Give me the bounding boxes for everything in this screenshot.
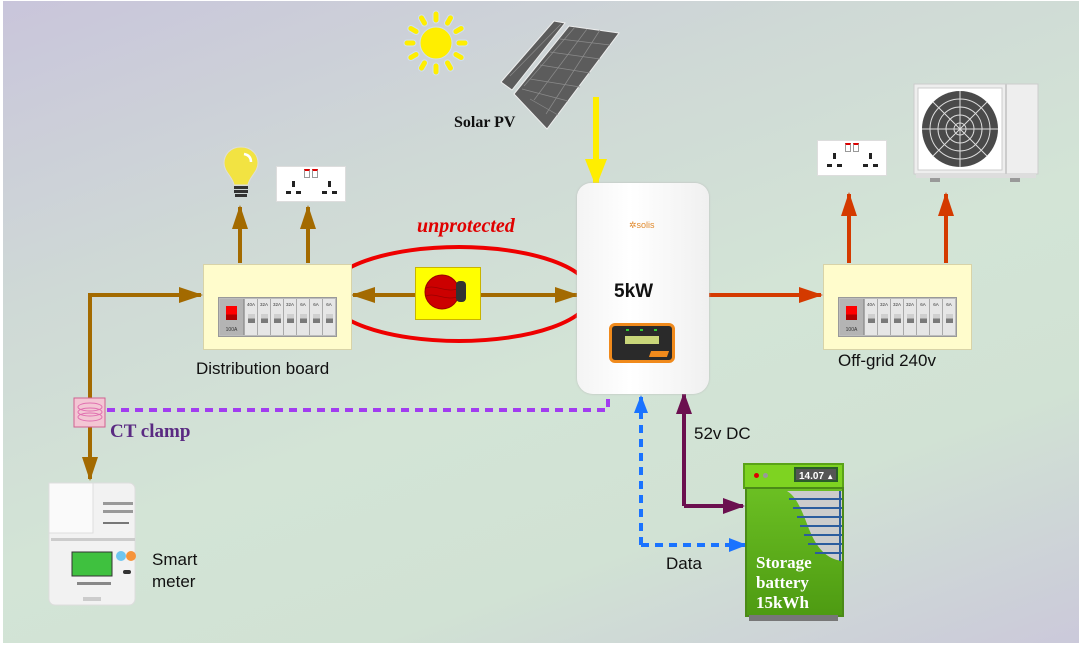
air-conditioner-icon — [913, 83, 1039, 182]
offgrid-label: Off-grid 240v — [838, 351, 936, 370]
db-breaker: 6A — [296, 299, 309, 335]
db-breaker: 32A — [257, 299, 270, 335]
offgrid-board: 100A 40A 32A 32A 32A 6A 6A 6A — [823, 264, 972, 350]
diagram-canvas: Solar PV 100A 40A 32A 32A 32A 6A 6A 6A D… — [3, 1, 1079, 643]
offgrid-breaker: 32A — [903, 299, 916, 335]
grid-feed-wire — [88, 287, 203, 476]
status-led-icon — [754, 473, 759, 478]
db-breaker: 6A — [309, 299, 322, 335]
battery-base — [749, 615, 838, 621]
offgrid-breaker-panel: 100A 40A 32A 32A 32A 6A 6A 6A — [838, 297, 957, 337]
gear-icon: ✲ — [629, 220, 637, 230]
data-label: Data — [666, 554, 702, 573]
offgrid-breaker: 32A — [877, 299, 890, 335]
battery-label: Storage battery 15kWh — [756, 553, 812, 612]
inverter-lcd — [625, 336, 659, 344]
db-breaker: 32A — [270, 299, 283, 335]
smart-meter-label-line1: Smart — [152, 550, 198, 569]
offgrid-breaker: 6A — [916, 299, 929, 335]
inverter-power-label: 5kW — [614, 281, 654, 302]
db-breaker: 32A — [283, 299, 296, 335]
status-led-icon — [763, 473, 768, 478]
battery-display: 14.07 ▲ — [794, 467, 838, 482]
db-socket-icon — [276, 166, 346, 202]
ct-signal-wire — [107, 394, 610, 412]
distribution-board: 100A 40A 32A 32A 32A 6A 6A 6A — [203, 264, 352, 350]
battery-cells-icon — [787, 491, 842, 561]
inverter: ✲solis 5kW — [577, 183, 709, 394]
db-breaker: 40A — [244, 299, 257, 335]
db-breaker: 6A — [322, 299, 335, 335]
offgrid-socket-icon — [817, 140, 887, 176]
db-breaker-panel: 100A 40A 32A 32A 32A 6A 6A 6A — [218, 297, 337, 337]
isolator-knob-icon — [424, 274, 466, 310]
ct-clamp-icon — [73, 397, 106, 428]
distribution-board-label: Distribution board — [196, 359, 330, 378]
storage-battery: Storage battery 15kWh — [745, 487, 844, 617]
offgrid-breaker: 40A — [864, 299, 877, 335]
light-bulb-icon — [223, 146, 259, 197]
unprotected-label: unprotected — [417, 215, 515, 237]
offgrid-main-breaker: 100A — [840, 299, 864, 335]
smart-meter-icon — [48, 482, 136, 606]
offgrid-breaker: 32A — [890, 299, 903, 335]
battery-status-bar: 14.07 ▲ — [743, 463, 844, 489]
sun-icon — [403, 10, 469, 76]
ct-clamp-label: CT clamp — [110, 421, 191, 442]
isolator-switch — [415, 267, 481, 320]
inverter-display-panel — [609, 323, 675, 363]
up-arrow-icon: ▲ — [824, 472, 835, 481]
dc-voltage-label: 52v DC — [694, 424, 751, 443]
offgrid-breaker: 6A — [929, 299, 942, 335]
offgrid-breaker: 6A — [942, 299, 955, 335]
solar-panel-icon — [500, 20, 620, 130]
db-main-breaker: 100A — [220, 299, 244, 335]
smart-meter-label-line2: meter — [152, 572, 196, 591]
inverter-brand-logo: ✲solis — [629, 220, 655, 230]
solar-pv-label: Solar PV — [454, 114, 516, 131]
